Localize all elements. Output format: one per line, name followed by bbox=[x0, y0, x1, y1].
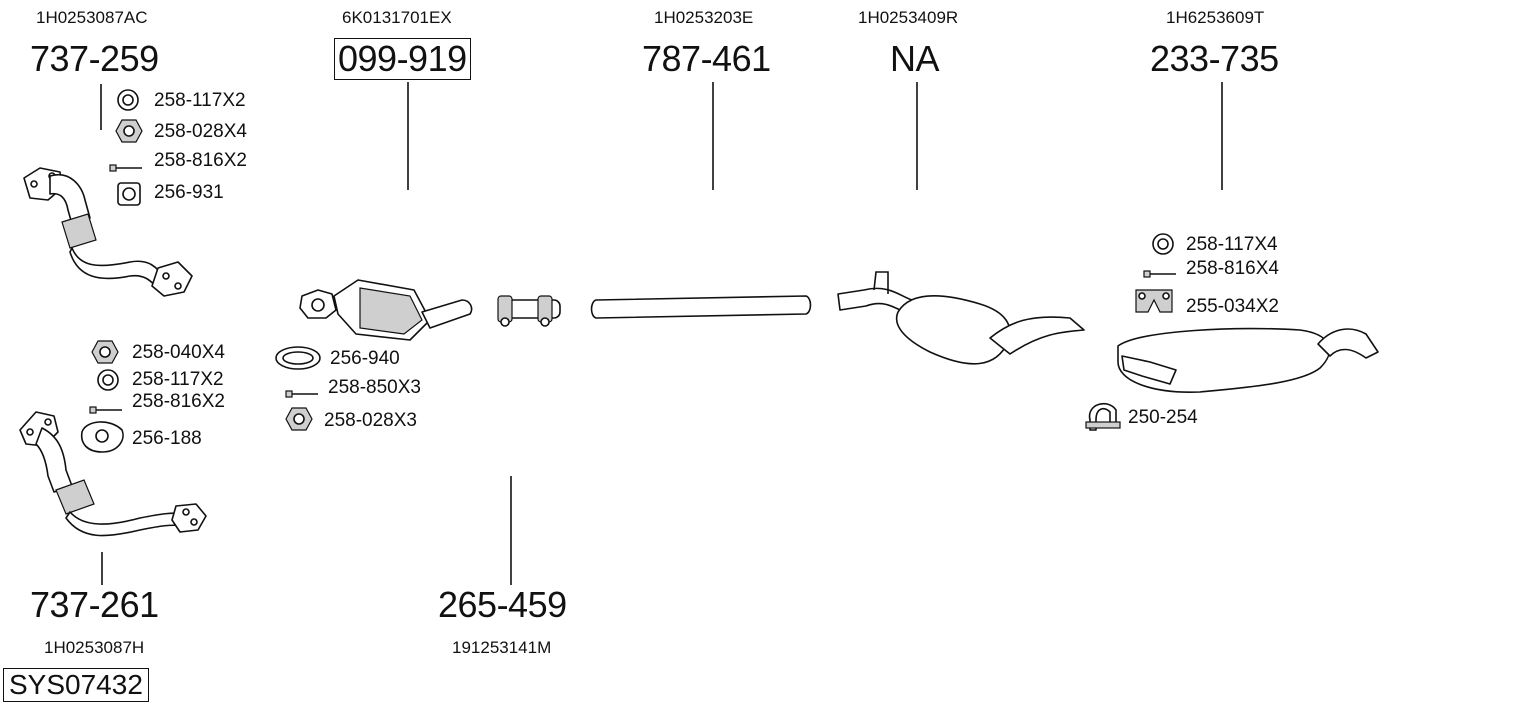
part-number-787-461[interactable]: 787-461 bbox=[642, 38, 771, 79]
gasket-icon bbox=[80, 421, 124, 453]
nut-icon bbox=[91, 340, 119, 364]
connector-sleeve-265-459 bbox=[497, 295, 561, 327]
nut-icon bbox=[285, 407, 313, 431]
washer-icon bbox=[1152, 233, 1174, 255]
front-pipe-737-261 bbox=[19, 411, 207, 537]
part-number-737-261[interactable]: 737-261 bbox=[30, 584, 159, 625]
oem-number-265-459: 191253141M bbox=[452, 638, 552, 657]
gasket-icon bbox=[117, 182, 141, 206]
bolt-icon bbox=[285, 390, 318, 398]
ring-gasket-icon bbox=[275, 346, 321, 370]
accessory-label[interactable]: 258-117X2 bbox=[154, 90, 246, 111]
accessory-label[interactable]: 258-816X2 bbox=[132, 391, 225, 412]
bolt-icon bbox=[109, 164, 142, 172]
part-number-737-259[interactable]: 737-259 bbox=[30, 38, 159, 79]
oem-number-233-735: 1H6253609T bbox=[1166, 8, 1265, 27]
accessory-label[interactable]: 250-254 bbox=[1128, 407, 1198, 428]
accessory-label[interactable]: 258-028X4 bbox=[154, 121, 247, 142]
accessory-label[interactable]: 255-034X2 bbox=[1186, 296, 1279, 317]
part-number-265-459[interactable]: 265-459 bbox=[438, 584, 567, 625]
oem-number-737-261: 1H0253087H bbox=[44, 638, 145, 657]
washer-icon bbox=[117, 89, 139, 111]
nut-icon bbox=[115, 119, 143, 143]
rubber-hanger-icon bbox=[1135, 289, 1173, 313]
part-number-233-735[interactable]: 233-735 bbox=[1150, 38, 1279, 79]
front-pipe-737-259 bbox=[23, 167, 193, 297]
diagram-reference: SYS07432 bbox=[3, 668, 149, 702]
oem-number-737-259: 1H0253087AC bbox=[36, 8, 148, 27]
accessory-label[interactable]: 258-028X3 bbox=[324, 410, 417, 431]
intermediate-pipe-787-461 bbox=[590, 295, 812, 319]
accessory-label[interactable]: 258-117X4 bbox=[1186, 234, 1278, 255]
accessory-label[interactable]: 256-940 bbox=[330, 348, 400, 369]
accessory-label[interactable]: 256-188 bbox=[132, 428, 202, 449]
catalytic-converter-099-919 bbox=[299, 279, 473, 341]
accessory-label[interactable]: 258-816X4 bbox=[1186, 258, 1279, 279]
accessory-label[interactable]: 258-117X2 bbox=[132, 369, 224, 390]
bolt-icon bbox=[89, 406, 122, 414]
part-number-099-919[interactable]: 099-919 bbox=[334, 38, 471, 80]
oem-number-099-919: 6K0131701EX bbox=[342, 8, 452, 27]
accessory-label[interactable]: 258-816X2 bbox=[154, 150, 247, 171]
washer-icon bbox=[97, 369, 119, 391]
accessory-label[interactable]: 258-850X3 bbox=[328, 377, 421, 398]
oem-number-na: 1H0253409R bbox=[858, 8, 959, 27]
oem-number-787-461: 1H0253203E bbox=[654, 8, 754, 27]
part-number-na[interactable]: NA bbox=[890, 38, 940, 79]
clamp-icon bbox=[1085, 402, 1121, 431]
rear-silencer-233-735 bbox=[1117, 327, 1379, 393]
bolt-icon bbox=[1143, 270, 1176, 278]
accessory-label[interactable]: 258-040X4 bbox=[132, 342, 225, 363]
middle-silencer-na bbox=[837, 271, 1085, 365]
accessory-label[interactable]: 256-931 bbox=[154, 182, 224, 203]
